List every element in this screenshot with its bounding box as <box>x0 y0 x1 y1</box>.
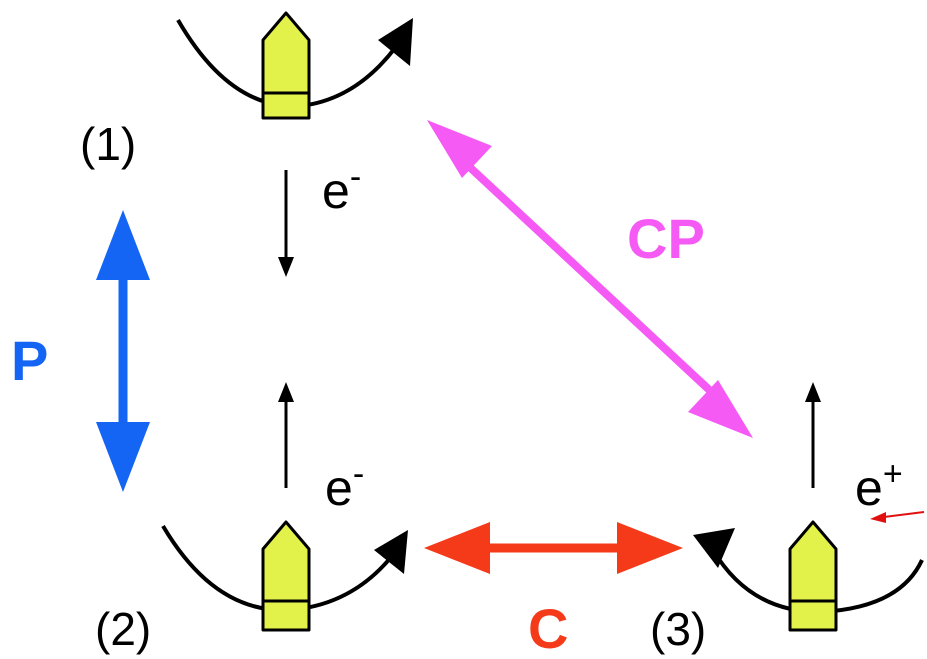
rotation-arrowhead-1 <box>378 18 413 66</box>
pointer-arrow <box>870 511 925 523</box>
electron-arrow-2 <box>278 382 294 488</box>
charge-label: C <box>528 597 568 659</box>
cp-arrow <box>427 120 753 438</box>
charge-arrow <box>424 522 683 574</box>
cp-label: CP <box>627 207 705 270</box>
rotation-arrowhead-3 <box>693 528 735 568</box>
parity-label: P <box>11 329 48 392</box>
electron-label-1: e- <box>322 158 361 219</box>
particle-2 <box>161 520 408 632</box>
state-label-3: (3) <box>650 603 706 655</box>
state-label-1: (1) <box>80 118 136 170</box>
spin-icon-3 <box>788 520 838 632</box>
positron-label: e+ <box>855 455 903 516</box>
particle-1 <box>176 11 413 120</box>
electron-arrow-1 <box>278 170 294 277</box>
spin-icon-2 <box>261 520 311 632</box>
rotation-arrowhead-2 <box>374 530 408 574</box>
parity-arrow <box>96 210 150 492</box>
electron-label-2: e- <box>325 455 364 516</box>
spin-icon-1 <box>261 11 311 120</box>
particle-3 <box>693 520 924 632</box>
state-label-2: (2) <box>95 603 151 655</box>
electron-arrow-3 <box>805 382 821 488</box>
